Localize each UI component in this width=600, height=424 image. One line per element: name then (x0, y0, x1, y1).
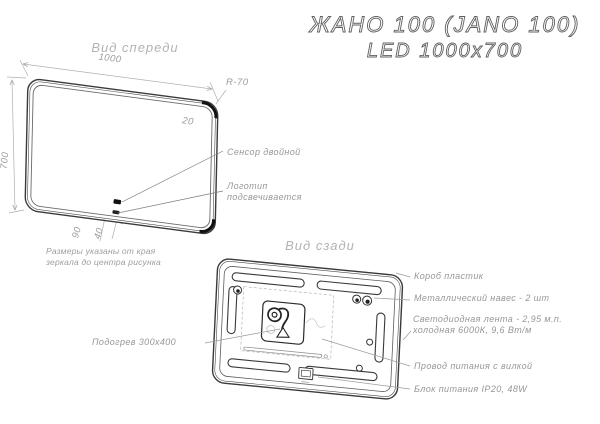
leader-heating (204, 328, 281, 344)
coiled-cord (267, 307, 282, 323)
leader-sensor (121, 150, 224, 203)
label-power-cord: Провод питания с вилкой (414, 361, 533, 371)
label-plastic-box: Короб пластик (414, 271, 484, 281)
screw-right (366, 338, 374, 346)
back-panel-bevel (214, 261, 401, 397)
product-title: ЖАНО 100 (JANO 100) (309, 12, 581, 38)
label-heating: Подогрев 300x400 (92, 337, 177, 347)
label-metal-hanger: Металлический навес - 2 шт (414, 293, 550, 303)
leader-led (402, 330, 412, 341)
slot-top-right (316, 280, 382, 296)
heating-dashed-area (240, 286, 335, 360)
dim-corner-radius-value: R-70 (226, 77, 249, 88)
leader-psu (317, 376, 411, 390)
led-corner-highlight-top (201, 101, 218, 119)
logo-mark (112, 210, 120, 215)
note-line1: Размеры указаны от края (46, 246, 156, 256)
label-logo-line1: Логотип (227, 181, 268, 191)
label-plate (298, 367, 314, 383)
front-view-drawing (6, 59, 227, 242)
metal-hangers (233, 285, 373, 306)
back-view-heading: Вид сзади (285, 238, 355, 253)
note-line2: зеркала до центра рисунка (46, 256, 161, 267)
cord-sketch-line (305, 318, 326, 328)
leader-logo (117, 190, 224, 214)
leader-corner-radius (215, 89, 227, 105)
dim-line-width (23, 64, 212, 89)
label-sensor: Сенсор двойной (227, 147, 301, 157)
screw-bottom (355, 364, 363, 372)
label-power-supply: Блок питания IP20, 48W (414, 384, 528, 394)
label-led-strip-line2: холодная 6000К, 9,6 Вт/м (413, 324, 532, 335)
plug (275, 326, 291, 338)
cable-box (260, 300, 306, 345)
mirror-outline (24, 78, 219, 235)
label-led-strip-line1: Светодиодная лента - 2,95 м.п. (413, 314, 563, 324)
leader-cord (321, 338, 411, 367)
thin-channel (243, 346, 323, 358)
label-logo-line2: подсвечивается (227, 191, 302, 202)
slot-bottom-left (227, 358, 291, 373)
dim-line-height (12, 80, 15, 210)
back-view-drawing (204, 258, 412, 400)
slot-left (226, 286, 238, 335)
front-view-heading: Вид спереди (91, 40, 179, 55)
sensor-mark (113, 199, 122, 205)
slot-right (374, 312, 386, 363)
leader-hanger (373, 297, 411, 301)
slot-top-left (231, 272, 305, 288)
product-subtitle: LED 1000x700 (366, 40, 524, 63)
led-corner-highlight-bottom (199, 219, 216, 233)
back-panel-inner-frame (219, 266, 396, 392)
leader-box (395, 272, 411, 278)
mirror-bevel-line (27, 81, 216, 232)
led-strip-line (30, 84, 213, 229)
